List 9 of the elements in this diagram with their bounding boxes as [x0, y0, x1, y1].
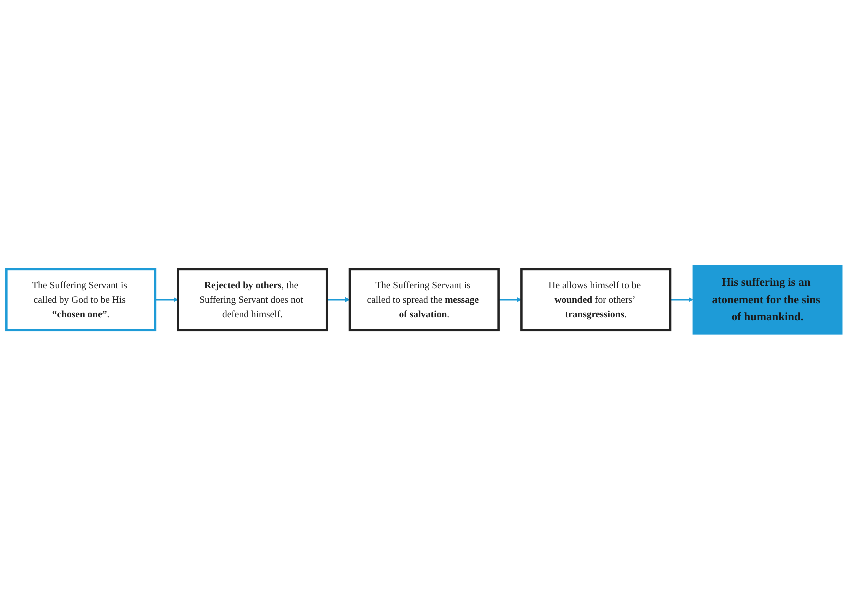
node-box: The Suffering Servant is called by God to be His “chosen one”.: [6, 268, 157, 332]
node-box: His suffering is an atonement for the sins of humankind.: [692, 264, 843, 334]
arrow: [156, 296, 179, 302]
node-box: The Suffering Servant is called to spread the message of salvation.: [348, 268, 500, 332]
node-box: Rejected by others, the Suffering Servant does not defend himself.: [177, 268, 328, 332]
arrow: [670, 296, 694, 302]
node-box: He allows himself to be wounded for others’ transgressions.: [520, 268, 672, 332]
arrow: [327, 296, 350, 302]
arrow: [498, 296, 522, 302]
